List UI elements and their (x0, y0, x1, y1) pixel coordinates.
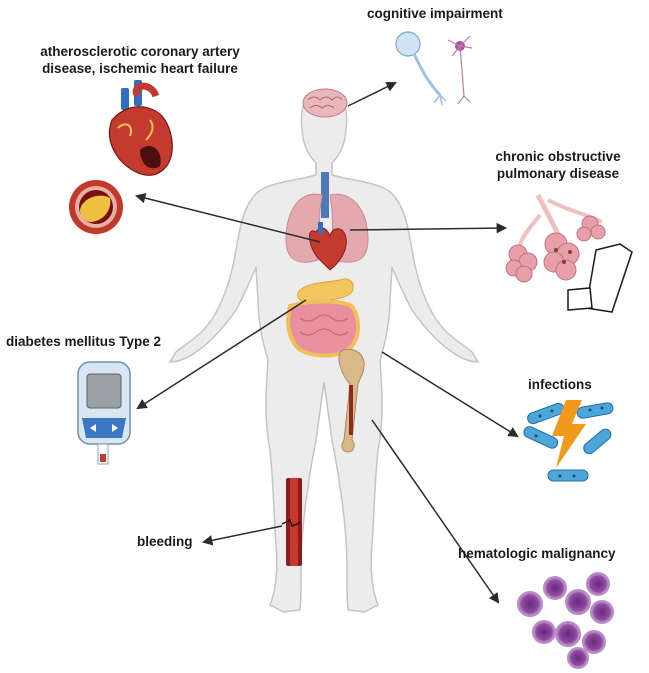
heart-icon (108, 80, 173, 176)
inhaler-icon (567, 243, 633, 313)
arrow-bleeding (201, 525, 283, 546)
bacteria-icon (523, 402, 614, 482)
digestive-organs (286, 278, 360, 358)
leg-vessel-icon (281, 478, 302, 566)
arrow-copd (349, 222, 508, 234)
arrow-infections (381, 351, 519, 438)
label-bleeding: bleeding (137, 534, 193, 549)
brain-icon (302, 88, 348, 118)
label-heart-disease: atherosclerotic coronary artery disease,… (30, 43, 250, 77)
artery-plaque-icon (69, 180, 123, 234)
label-copd-line1: chronic obstructive (495, 149, 621, 164)
arrow-diabetes (136, 299, 307, 410)
label-hematologic-malignancy: hematologic malignancy (458, 546, 616, 561)
arrow-brain-cognitive (347, 81, 397, 107)
arrow-hematologic (371, 419, 500, 604)
label-heart-line1: atherosclerotic coronary artery (40, 44, 240, 59)
label-copd-line2: pulmonary disease (496, 166, 620, 181)
neuron-icon (395, 31, 473, 106)
chest-heart-icon (309, 222, 347, 271)
label-heart-line2: disease, ischemic heart failure (42, 61, 238, 76)
label-copd: chronic obstructive pulmonary disease (488, 148, 628, 182)
arrows (134, 81, 519, 604)
label-infections: infections (528, 377, 592, 392)
lightning-icon (552, 400, 586, 468)
label-cognitive-impairment: cognitive impairment (367, 6, 503, 21)
arrow-heart (134, 192, 321, 243)
alveoli-icon (505, 193, 606, 283)
glucometer-icon (77, 361, 131, 465)
cancer-cells-icon (517, 572, 614, 669)
bone-icon (338, 348, 365, 453)
label-diabetes: diabetes mellitus Type 2 (6, 334, 162, 349)
